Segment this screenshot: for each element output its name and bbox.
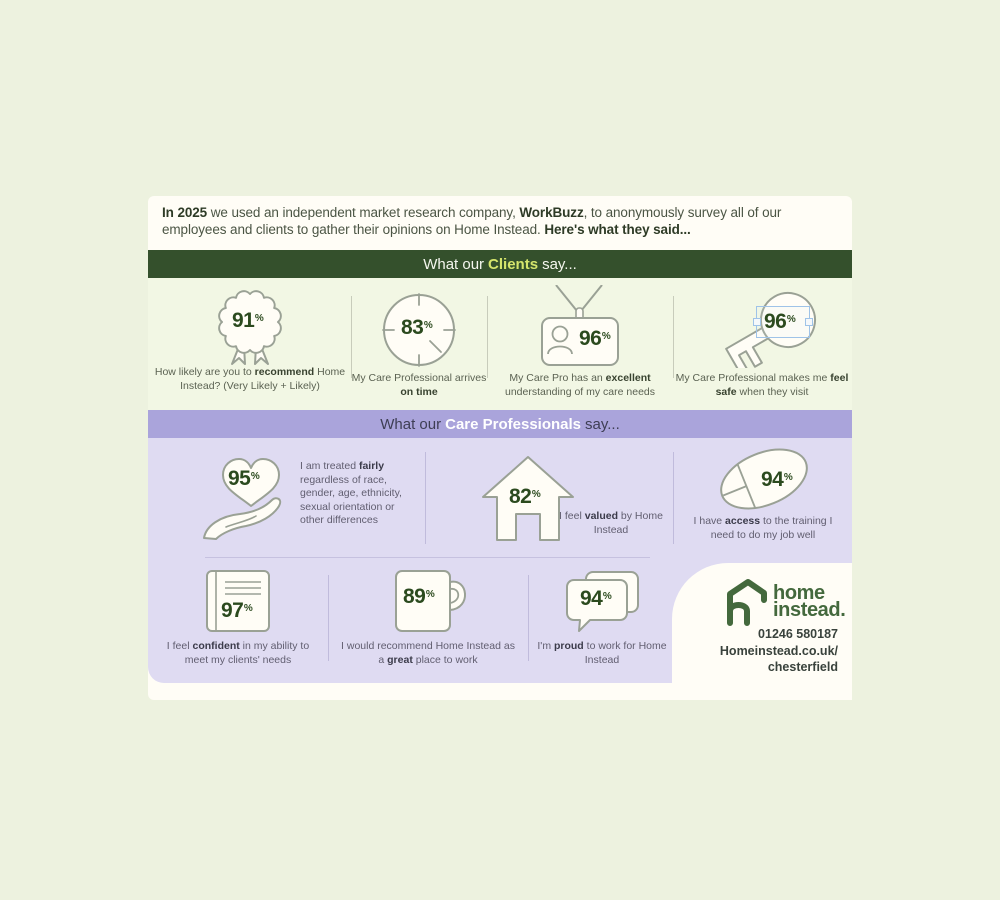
header-text: say... [542,255,577,273]
stat-notebook: 97% [204,568,272,634]
brand-corner-box [672,563,852,700]
notebook-icon [206,570,270,632]
header-text: What our [380,415,442,433]
stat-value: 94% [580,587,612,610]
logo-line: home [773,582,825,604]
website-url: Homeinstead.co.uk/ [719,643,838,658]
stat-heart-in-hand: 95% [196,448,306,544]
intro-text: we used an independent market research c… [207,205,520,220]
divider [328,575,329,661]
stat-clock: 83% [377,288,461,372]
stat-caption: I am treated fairly regardless of race, … [300,460,402,526]
website-location: chesterfield [767,660,838,674]
stat-caption: My Care Professional makes me feel safe … [675,372,849,398]
stat-caption: I have access to the training I need to … [693,515,833,541]
divider [487,296,488,378]
intro-text: Here's what they said... [544,221,691,237]
speech-bubbles-icon [566,571,639,632]
id-badge-icon [541,285,619,366]
stat-rosette: 91% [210,290,290,366]
header-text: say... [585,415,620,433]
stat-value: 96% [764,310,796,333]
stat-caption: How likely are you to recommend Home Ins… [154,366,346,392]
divider [425,452,426,544]
stat-computer-mouse: 94% [712,446,816,512]
clients-section-header: What our Clients say... [148,250,852,278]
stat-value: 82% [509,485,541,508]
house-icon [482,456,574,541]
stat-caption: My Care Pro has an excellent understandi… [504,372,655,398]
header-highlight: Care Professionals [445,415,582,433]
divider [673,452,674,544]
home-instead-logo: home instead. [722,578,846,626]
stat-caption: My Care Professional arrives on time [351,372,487,398]
intro-paragraph: In 2025 we used an independent market re… [162,205,838,238]
logo-wordmark: home instead. [773,582,846,621]
text-selection-box[interactable] [753,306,813,338]
infographic-card: In 2025 we used an independent market re… [148,196,852,700]
stat-caption: I feel valued by Home Instead [559,510,663,536]
stat-caption: I'm proud to work for Home Instead [537,640,667,666]
stat-key: 96% [700,290,824,368]
stat-value: 89% [403,585,435,608]
stat-value: 94% [761,468,793,491]
header-highlight: Clients [488,255,539,273]
stat-house: 82% [478,452,578,544]
heart-in-hand-icon [203,458,282,540]
stat-value: 97% [221,599,253,622]
stat-caption: I would recommend Home Instead as a grea… [341,640,515,666]
stat-mug: 89% [390,568,476,634]
intro-text: WorkBuzz [519,205,584,220]
stat-value: 83% [401,316,433,339]
stat-speech-bubbles: 94% [564,570,640,634]
selection-handle[interactable] [753,318,761,326]
home-instead-house-icon [727,579,767,626]
carepros-section-header: What our Care Professionals say... [148,410,852,438]
divider [205,557,650,558]
intro-text: , to anonymously survey all of our emplo… [162,205,782,237]
stat-value: 95% [228,467,260,490]
phone-number: 01246 580187 [758,627,838,641]
divider [528,575,529,661]
clock-icon [382,293,456,367]
rosette-award-icon [218,290,282,365]
contact-block: 01246 580187 Homeinstead.co.uk/ chesterf… [688,626,838,676]
stat-value: 91% [232,309,264,332]
stat-id-badge: 96% [522,285,638,367]
logo-line: instead. [773,599,846,621]
selection-handle[interactable] [805,318,813,326]
stat-value: 96% [579,327,611,350]
stat-caption: I feel confident in my ability to meet m… [166,640,310,666]
intro-text: In 2025 [162,205,208,220]
divider [351,296,352,378]
mug-icon [395,570,466,632]
header-text: What our [423,255,485,273]
divider [673,296,674,378]
computer-mouse-icon [720,448,808,510]
